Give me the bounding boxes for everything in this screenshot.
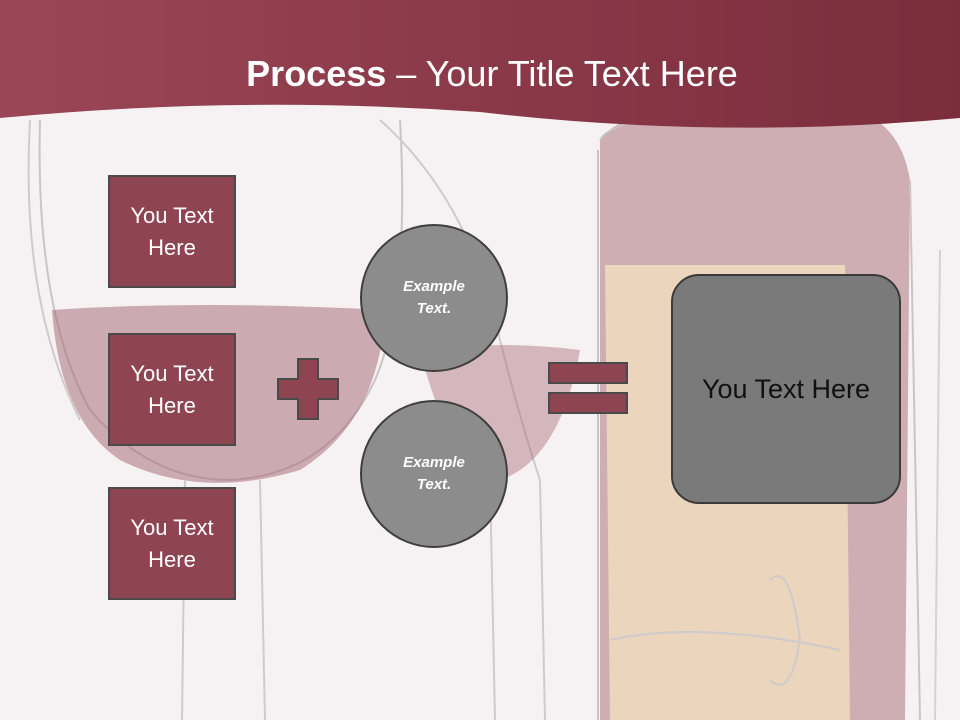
header-banner [0, 0, 960, 128]
text-box-1-label: You Text Here [130, 202, 214, 260]
example-circle-2-label: Example Text. [403, 454, 465, 493]
example-circle-1-label: Example Text. [403, 278, 465, 317]
result-box-label: You Text Here [701, 374, 871, 404]
title-bold: Process [246, 53, 387, 94]
example-circle-1[interactable]: Example Text. [360, 224, 508, 372]
equals-icon [548, 362, 628, 414]
result-box[interactable]: You Text Here [671, 274, 901, 504]
plus-icon [277, 358, 339, 420]
text-box-1[interactable]: You Text Here [108, 175, 236, 288]
text-box-3-label: You Text Here [130, 514, 214, 572]
example-circle-2[interactable]: Example Text. [360, 400, 508, 548]
text-box-2-label: You Text Here [130, 360, 214, 418]
page-title: Process – Your Title Text Here [0, 52, 960, 96]
text-box-3[interactable]: You Text Here [108, 487, 236, 600]
title-rest: – Your Title Text Here [386, 53, 738, 94]
text-box-2[interactable]: You Text Here [108, 333, 236, 446]
